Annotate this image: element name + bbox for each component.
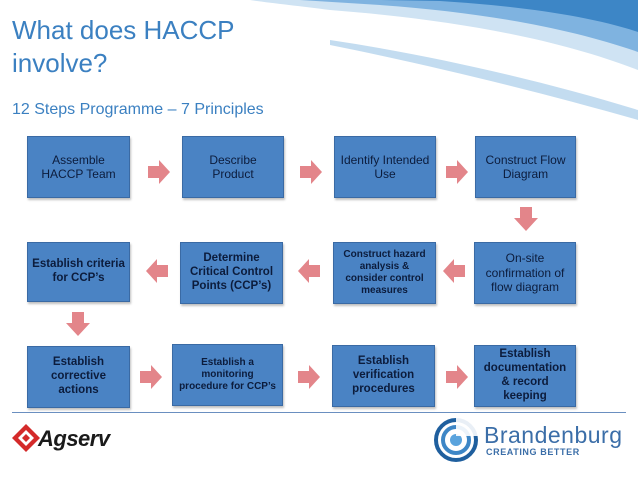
arrow-down-icon	[514, 207, 538, 231]
arrow-left-icon	[443, 259, 465, 283]
arrow-right-icon	[300, 160, 322, 184]
step-onsite-confirmation: On-site confirmation of flow diagram	[474, 242, 576, 304]
arrow-left-icon	[298, 259, 320, 283]
agserv-logo: Agserv	[38, 426, 110, 451]
step-documentation: Establish documentation & record keeping	[474, 345, 576, 407]
arrow-right-icon	[446, 160, 468, 184]
brandenburg-logo-icon	[434, 418, 478, 462]
brandenburg-logo: Brandenburg	[484, 422, 623, 448]
footer-divider	[12, 412, 626, 413]
step-identify-use: Identify Intended Use	[334, 136, 436, 198]
arrow-right-icon	[140, 365, 162, 389]
background-swoosh	[250, 0, 638, 120]
step-determine-ccp: Determine Critical Control Points (CCP’s…	[180, 242, 283, 304]
arrow-right-icon	[298, 365, 320, 389]
step-flow-diagram: Construct Flow Diagram	[475, 136, 576, 198]
page-subtitle: 12 Steps Programme – 7 Principles	[12, 101, 264, 118]
step-describe-product: Describe Product	[182, 136, 284, 198]
step-verification: Establish verification procedures	[332, 345, 435, 407]
brandenburg-tagline: CREATING BETTER	[486, 447, 580, 457]
arrow-right-icon	[446, 365, 468, 389]
arrow-down-icon	[66, 312, 90, 336]
arrow-left-icon	[146, 259, 168, 283]
step-monitoring-procedure: Establish a monitoring procedure for CCP…	[172, 344, 283, 406]
step-assemble-team: Assemble HACCP Team	[27, 136, 130, 198]
agserv-logo-icon	[12, 424, 40, 452]
step-corrective-actions: Establish corrective actions	[27, 346, 130, 408]
arrow-right-icon	[148, 160, 170, 184]
step-establish-criteria: Establish criteria for CCP’s	[27, 242, 130, 302]
page-title: What does HACCP involve?	[12, 15, 235, 78]
step-hazard-analysis: Construct hazard analysis & consider con…	[333, 242, 436, 304]
